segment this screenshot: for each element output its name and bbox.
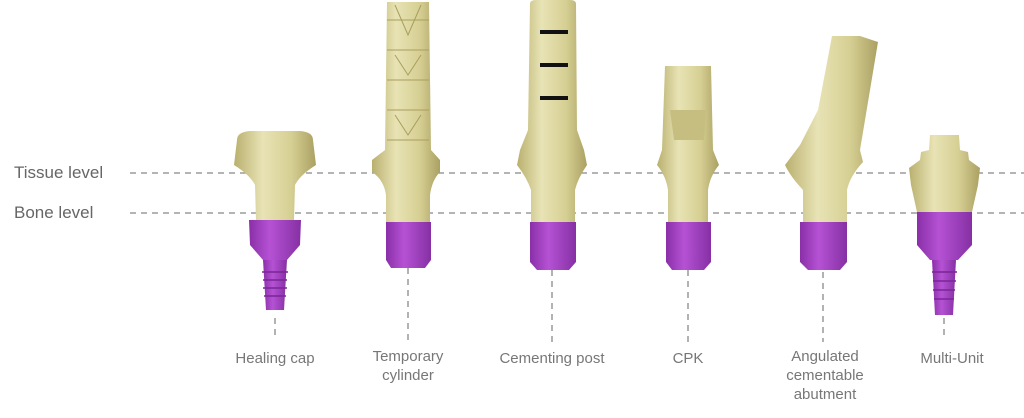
label-line: CPK — [672, 350, 704, 367]
label-line: cementable — [786, 367, 864, 384]
cpk-illustration — [657, 66, 719, 270]
label-line: Angulated — [791, 348, 859, 365]
label-line: Multi-Unit — [920, 350, 984, 367]
label-multi-unit: Multi-Unit — [920, 349, 983, 368]
label-cementing-post: Cementing post — [499, 349, 604, 368]
cementing-post-illustration — [517, 0, 587, 270]
temporary-cylinder-illustration — [372, 2, 440, 268]
angulated-abutment-illustration — [785, 36, 878, 270]
healing-cap-illustration — [234, 131, 316, 310]
label-healing-cap: Healing cap — [235, 349, 314, 368]
label-cpk: CPK — [673, 349, 704, 368]
multi-unit-illustration — [909, 135, 980, 315]
tissue-level-label: Tissue level — [14, 163, 104, 182]
label-line: abutment — [793, 386, 857, 403]
label-line: cylinder — [382, 367, 434, 384]
label-temporary-cylinder: Temporary cylinder — [373, 347, 444, 385]
label-line: Healing cap — [235, 350, 315, 367]
bone-level-label: Bone level — [14, 203, 94, 222]
label-line: Cementing post — [499, 350, 605, 367]
label-line: Temporary — [372, 348, 444, 365]
label-angulated-abutment: Angulated cementable abutment — [786, 347, 864, 404]
